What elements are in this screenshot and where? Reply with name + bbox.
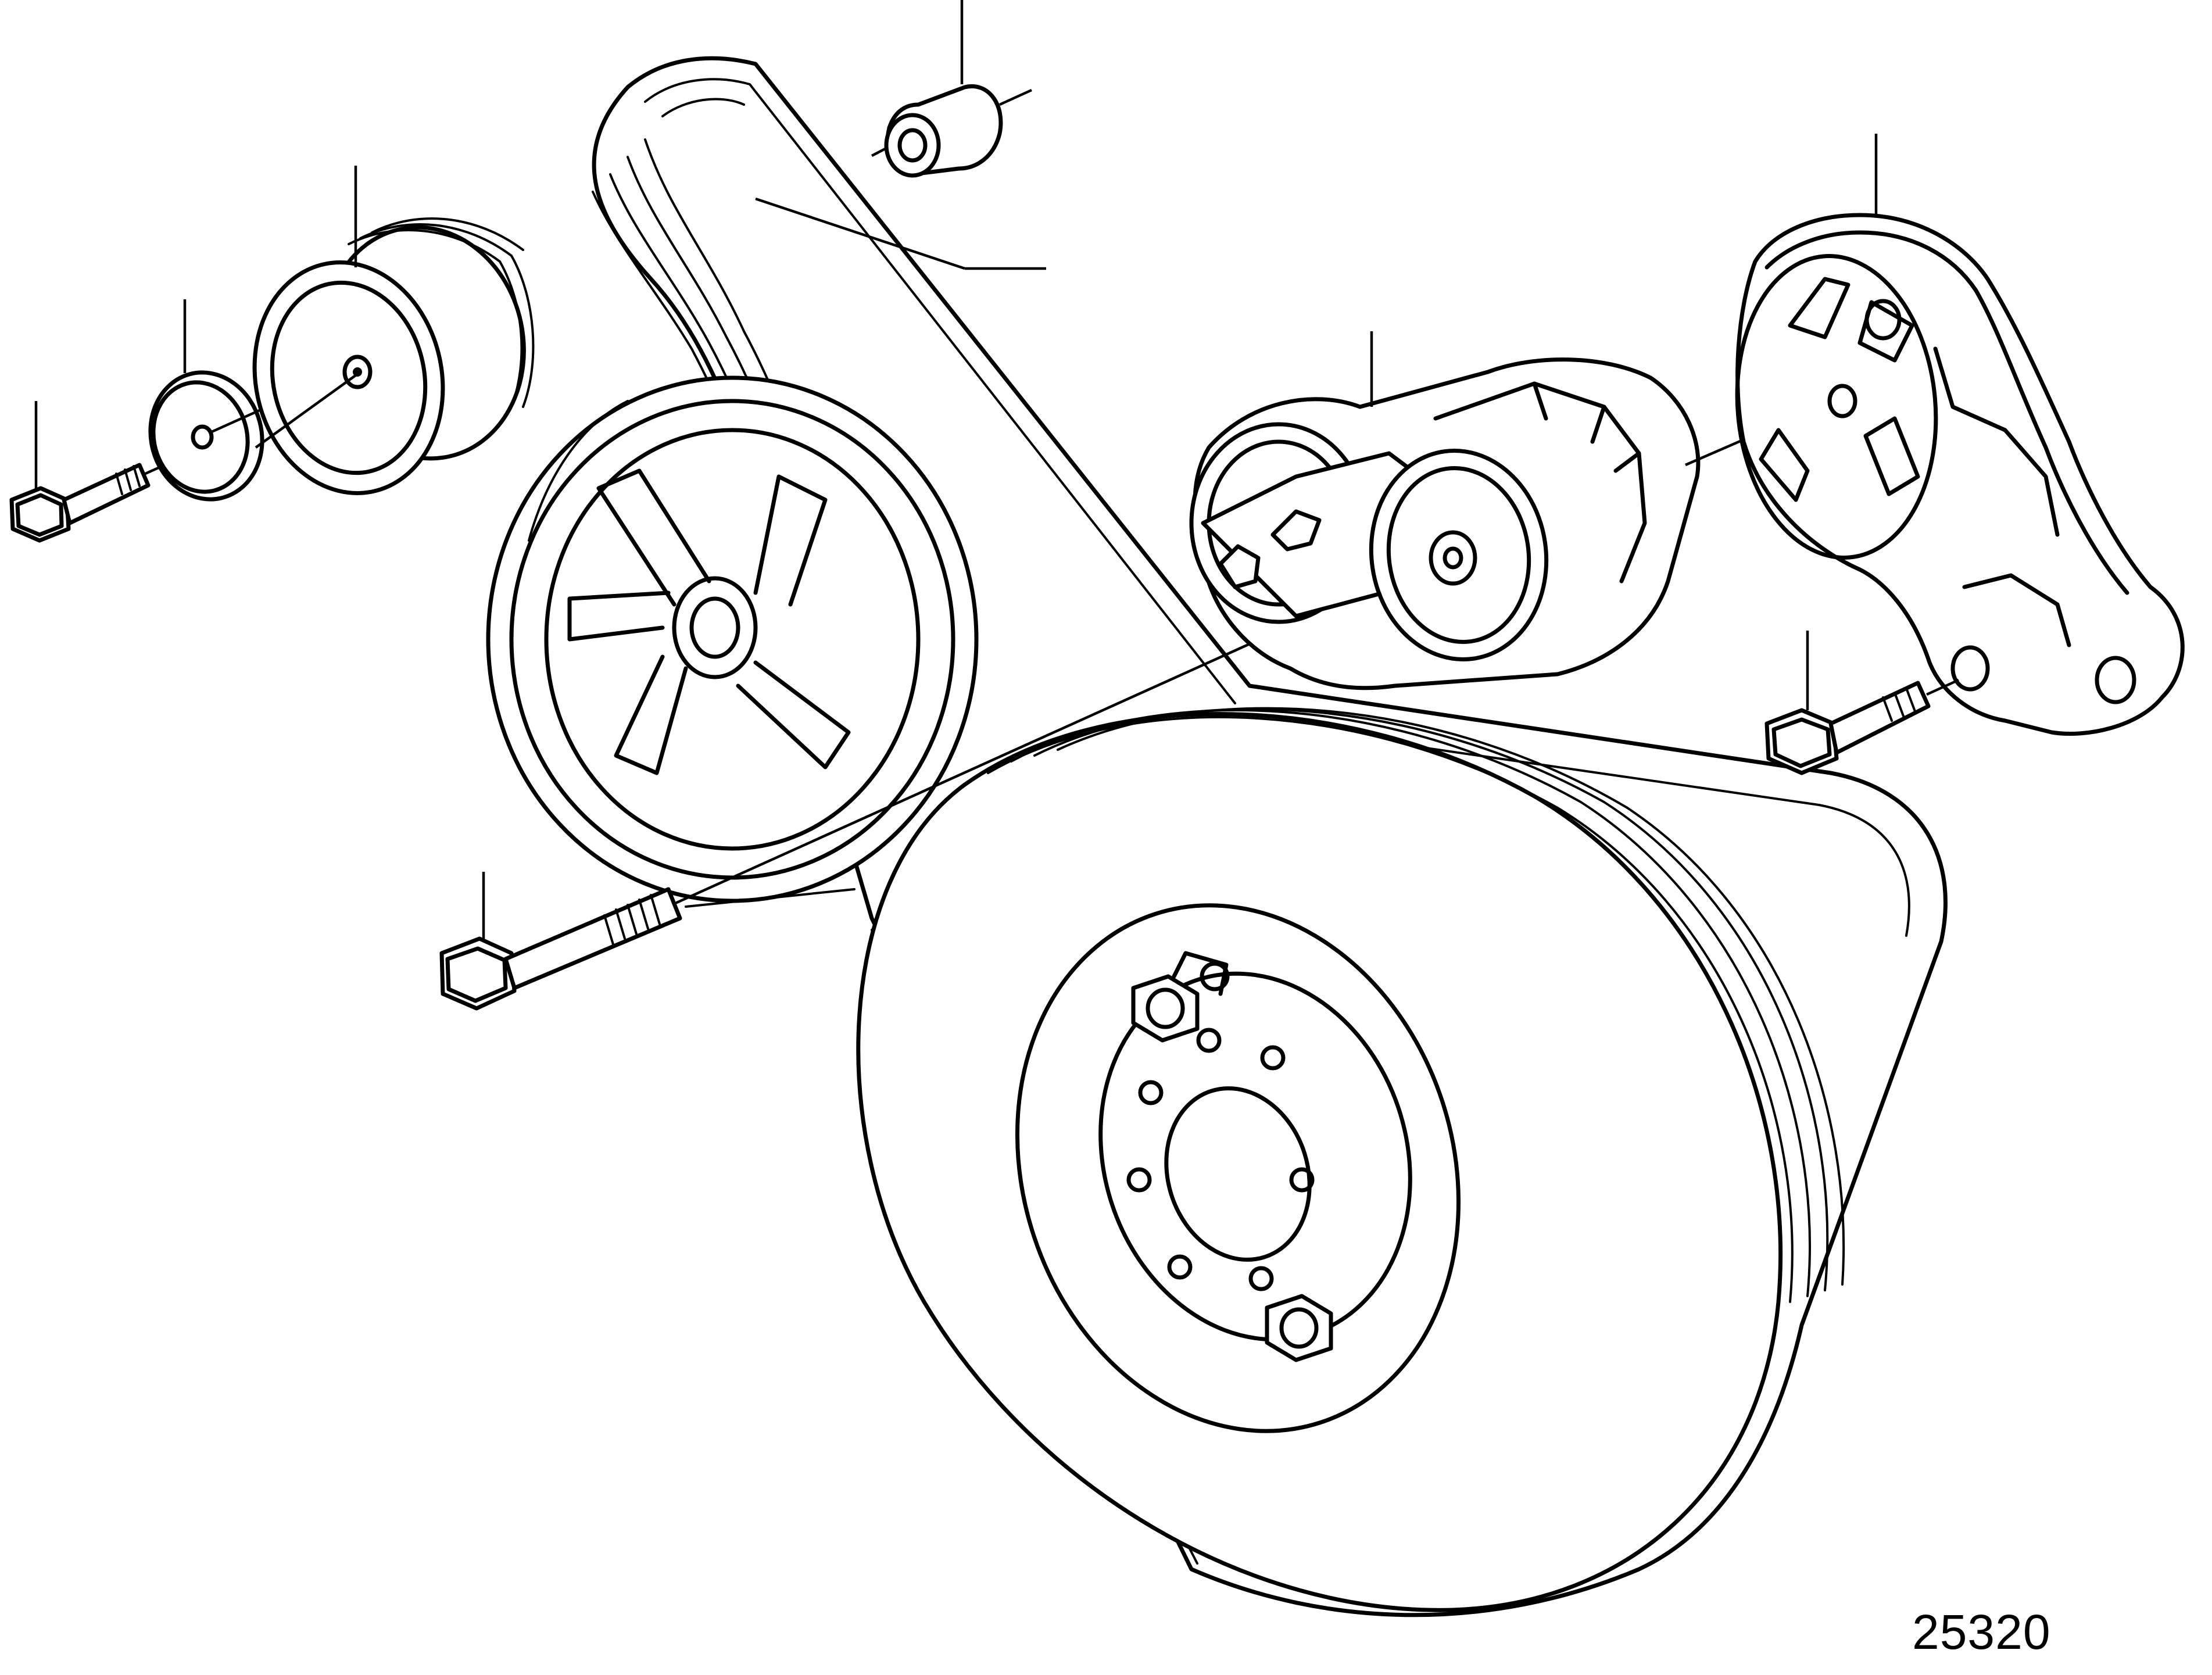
crankshaft-pulley-icon	[856, 707, 1845, 1612]
tensioner-bracket-icon	[1735, 213, 2185, 736]
spacer-sleeve-icon	[884, 84, 1003, 178]
belt-tensioner-icon	[1189, 357, 1701, 690]
flange-bolt-icon	[9, 463, 151, 543]
idler-pulley-icon	[252, 217, 535, 495]
flange-bolt-icon	[1764, 681, 1931, 775]
washer-icon	[148, 370, 264, 502]
poly-v-belt-icon	[592, 56, 1948, 1617]
figure-number: 25320	[1912, 1605, 2051, 1659]
long-bolt-icon	[439, 887, 682, 1011]
fan-pulley-icon	[486, 375, 979, 908]
